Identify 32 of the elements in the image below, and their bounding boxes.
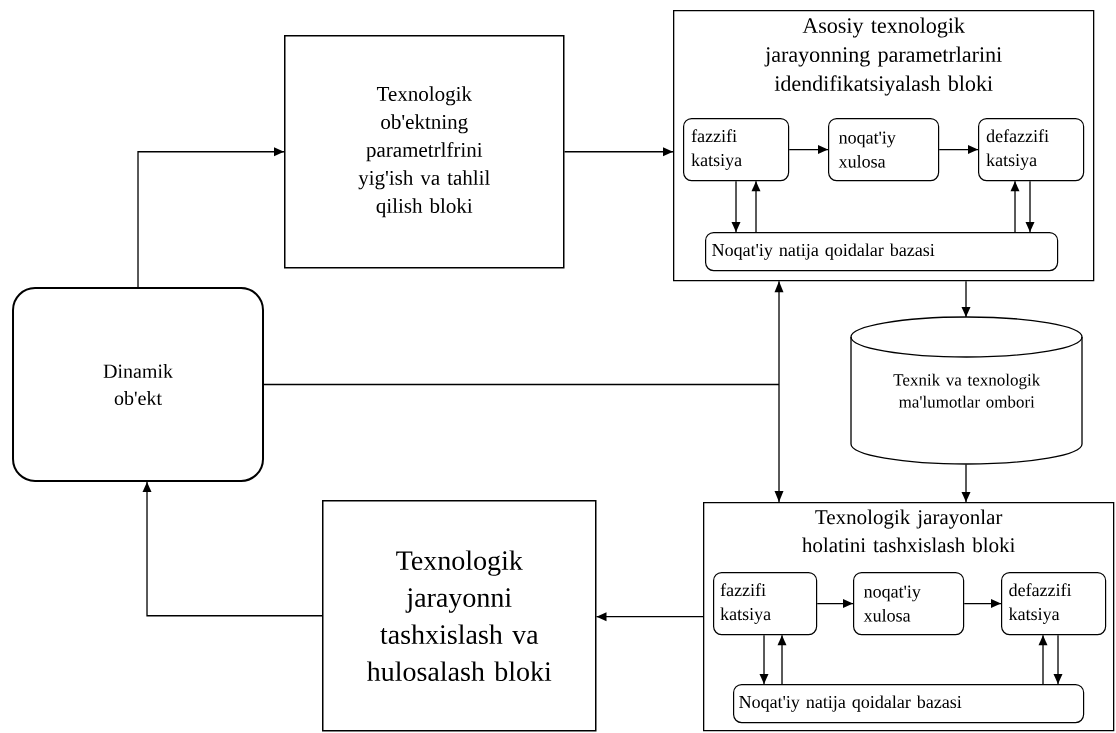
process-box: Texnologik ob'ektning parametrlfrini yig'ish va tahlil qilish bloki bbox=[284, 35, 565, 269]
arrow bbox=[1025, 180, 1035, 233]
arrow bbox=[1038, 634, 1048, 685]
arrow bbox=[263, 280, 784, 503]
database-cylinder: Texnik va texnologik ma'lumotlar ombori bbox=[850, 316, 1083, 465]
step-box: noqat'iy xulosa bbox=[828, 118, 940, 182]
step-box: fazzifi katsiya bbox=[713, 572, 818, 636]
arrow bbox=[1010, 180, 1020, 233]
arrow bbox=[816, 599, 854, 609]
arrow bbox=[788, 145, 829, 155]
arrow bbox=[961, 280, 971, 318]
arrow bbox=[142, 481, 323, 617]
object-box: Dinamik ob'ekt bbox=[12, 287, 264, 482]
arrow bbox=[1053, 634, 1063, 685]
step-box: fazzifi katsiya bbox=[683, 118, 790, 182]
arrow bbox=[963, 599, 1002, 609]
arrow bbox=[938, 145, 979, 155]
arrow bbox=[961, 463, 971, 503]
step-box: defazzifi katsiya bbox=[978, 118, 1085, 182]
arrow bbox=[595, 612, 704, 622]
arrow bbox=[751, 180, 761, 233]
step-box: defazzifi katsiya bbox=[1001, 572, 1107, 636]
arrow bbox=[731, 180, 741, 233]
process-box: Texnologik jarayonni tashxislash va hulosalash bloki bbox=[322, 500, 597, 732]
arrow bbox=[137, 147, 285, 288]
node-label: Texnik va texnologik ma'lumotlar ombori bbox=[893, 373, 1041, 408]
arrow bbox=[759, 634, 769, 685]
step-box: noqat'iy xulosa bbox=[853, 572, 965, 636]
arrow bbox=[563, 147, 674, 157]
arrow bbox=[777, 634, 787, 685]
step-box: Noqat'iy natija qoidalar bazasi bbox=[733, 684, 1085, 724]
step-box: Noqat'iy natija qoidalar bazasi bbox=[705, 232, 1059, 272]
